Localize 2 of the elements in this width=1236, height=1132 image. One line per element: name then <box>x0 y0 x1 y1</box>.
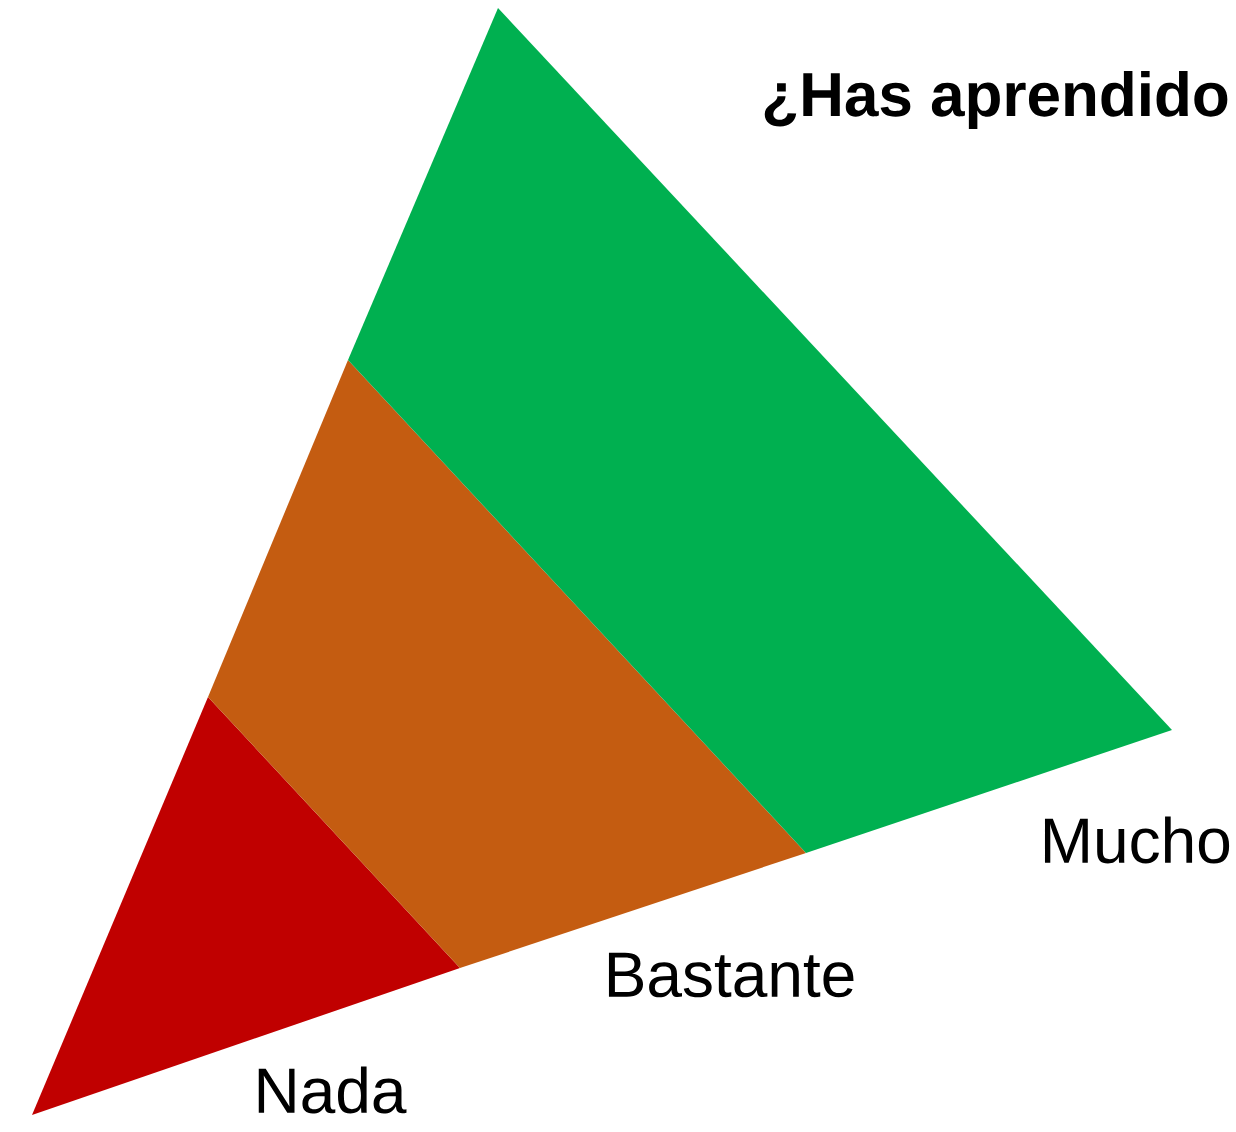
title: ¿Has aprendido <box>764 71 1228 129</box>
band: Nada <box>32 697 460 1115</box>
